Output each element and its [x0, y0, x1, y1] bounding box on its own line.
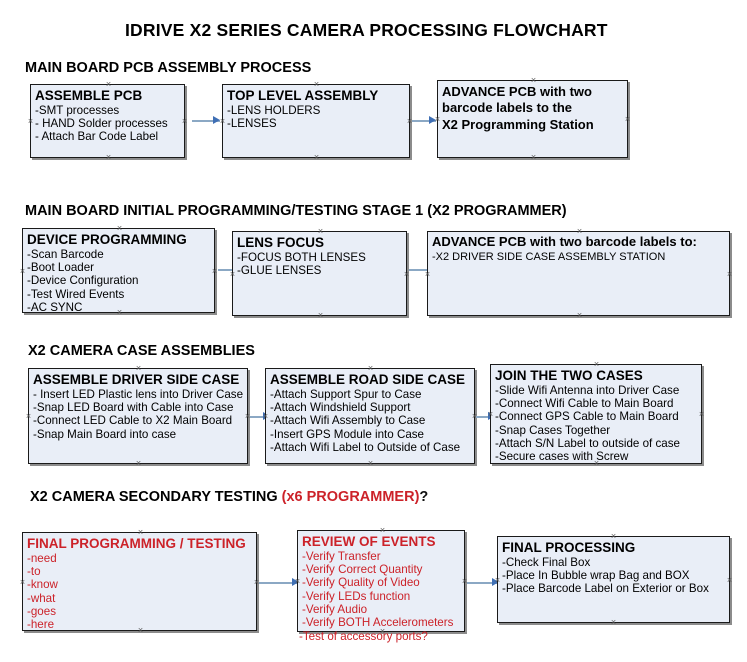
box-line: -Connect LED Cable to X2 Main Board — [33, 414, 233, 428]
process-box-top-level-assembly[interactable]: TOP LEVEL ASSEMBLY -LENS HOLDERS -LENSES — [222, 84, 410, 158]
box-line: -know — [27, 578, 58, 592]
box-header: JOIN THE TWO CASES — [495, 368, 643, 383]
box-line: -X2 DRIVER SIDE CASE ASSEMBLY STATION — [432, 250, 666, 263]
arrow-top-level-to-advance-pcb — [412, 116, 436, 125]
process-box-final-programming-testing[interactable]: FINAL PROGRAMMING / TESTING -need -to -k… — [22, 532, 257, 631]
box-line: X2 Programming Station — [442, 116, 594, 132]
process-box-assemble-pcb[interactable]: ASSEMBLE PCB -SMT processes - HAND Solde… — [30, 84, 185, 158]
box-line: -LENS HOLDERS — [227, 104, 321, 118]
process-box-final-processing[interactable]: FINAL PROCESSING -Check Final Box -Place… — [497, 536, 730, 623]
box-line: -Device Configuration — [27, 274, 139, 288]
box-line: -AC SYNC — [27, 300, 83, 314]
box-line: -Attach Support Spur to Case — [270, 388, 422, 402]
process-box-review-of-events[interactable]: REVIEW OF EVENTS -Verify Transfer -Verif… — [297, 530, 465, 632]
connector-handle-bottom[interactable] — [105, 154, 112, 161]
box-line: -Check Final Box — [502, 556, 591, 570]
page-title: IDRIVE X2 SERIES CAMERA PROCESSING FLOWC… — [125, 20, 608, 40]
box-overflow-line-test-accessory-ports: -Test of accessory ports? — [299, 630, 428, 643]
box-line: barcode labels to the — [442, 100, 573, 116]
box-line: -Test Wired Events — [27, 287, 125, 301]
section-heading-suffix: ? — [419, 489, 429, 505]
box-line: - HAND Solder processes — [35, 117, 168, 131]
box-line: -what — [27, 591, 56, 605]
box-header: DEVICE PROGRAMMING — [27, 232, 187, 247]
arrow-assemble-pcb-to-top-level — [192, 116, 220, 125]
box-line: -Attach S/N Label to outside of case — [495, 436, 680, 450]
section-heading-initial-programming-testing: MAIN BOARD INITIAL PROGRAMMING/TESTING S… — [25, 203, 567, 219]
box-header: LENS FOCUS — [237, 235, 325, 250]
box-line: - Attach Bar Code Label — [35, 130, 159, 144]
box-line: -Verify LEDs function — [302, 589, 411, 603]
box-line: -LENSES — [227, 117, 277, 131]
process-box-device-programming[interactable]: DEVICE PROGRAMMING -Scan Barcode -Boot L… — [22, 228, 215, 314]
box-line: -here — [27, 617, 55, 631]
section-heading-accent: (x6 PROGRAMMER) — [281, 489, 420, 505]
connector-handle-bottom[interactable] — [135, 460, 142, 467]
box-header: TOP LEVEL ASSEMBLY — [227, 88, 379, 103]
box-header: ASSEMBLE DRIVER SIDE CASE — [33, 372, 240, 387]
box-line: -Verify Transfer — [302, 550, 381, 564]
box-line: -to — [27, 565, 41, 579]
connector-handle-bottom[interactable] — [576, 312, 583, 319]
process-box-join-the-two-cases[interactable]: JOIN THE TWO CASES -Slide Wifi Antenna i… — [490, 364, 702, 464]
process-box-advance-pcb-driver-side-station[interactable]: ADVANCE PCB with two barcode labels to: … — [427, 231, 730, 316]
box-line: -goes — [27, 604, 57, 618]
box-line: -Attach Windshield Support — [270, 401, 411, 415]
box-line: -Scan Barcode — [27, 248, 104, 262]
connector-handle-bottom[interactable] — [367, 460, 374, 467]
box-line: -SMT processes — [35, 104, 120, 118]
box-line: - Insert LED Plastic lens into Driver Ca… — [33, 388, 244, 402]
box-line: -Verify Audio — [302, 602, 368, 616]
section-heading-case-assemblies: X2 CAMERA CASE ASSEMBLIES — [28, 343, 255, 359]
process-box-lens-focus[interactable]: LENS FOCUS -FOCUS BOTH LENSES -GLUE LENS… — [232, 231, 407, 316]
box-line: -FOCUS BOTH LENSES — [237, 251, 366, 265]
box-line: -Snap LED Board with Cable into Case — [33, 401, 234, 415]
section-heading-secondary-testing: X2 CAMERA SECONDARY TESTING (x6 PROGRAMM… — [30, 489, 428, 505]
process-box-assemble-driver-side-case[interactable]: ASSEMBLE DRIVER SIDE CASE - Insert LED P… — [28, 368, 248, 464]
box-line: -need — [27, 552, 57, 566]
box-line: -Verify BOTH Accelerometers — [302, 615, 454, 629]
arrow-final-programming-to-review-of-events — [259, 578, 299, 587]
box-header: ADVANCE PCB with two — [442, 84, 592, 99]
connector-handle-bottom[interactable] — [610, 619, 617, 626]
connector-handle-bottom[interactable] — [313, 154, 320, 161]
box-line: -Slide Wifi Antenna into Driver Case — [495, 384, 680, 398]
box-line: -Verify Quality of Video — [302, 576, 420, 590]
box-line: -Place In Bubble wrap Bag and BOX — [502, 569, 690, 583]
box-header: FINAL PROCESSING — [502, 540, 636, 555]
box-header: REVIEW OF EVENTS — [302, 534, 436, 549]
box-line: -Connect GPS Cable to Main Board — [495, 410, 679, 424]
connector-handle-bottom[interactable] — [317, 312, 324, 319]
box-line: -Attach Wifi Assembly to Case — [270, 414, 426, 428]
box-line: -GLUE LENSES — [237, 264, 322, 278]
box-header: ASSEMBLE ROAD SIDE CASE — [270, 372, 466, 387]
box-line: -Connect Wifi Cable to Main Board — [495, 397, 674, 411]
box-line: -Place Barcode Label on Exterior or Box — [502, 582, 709, 596]
connector-handle-right[interactable] — [726, 271, 733, 278]
box-header: FINAL PROGRAMMING / TESTING — [27, 536, 246, 551]
box-line: -Insert GPS Module into Case — [270, 427, 425, 441]
box-header: ASSEMBLE PCB — [35, 88, 143, 103]
box-line: -Verify Correct Quantity — [302, 563, 423, 577]
box-line: -Attach Wifi Label to Outside of Case — [270, 440, 461, 454]
section-heading-main-board-pcb-assembly: MAIN BOARD PCB ASSEMBLY PROCESS — [25, 60, 312, 76]
box-line: -Snap Main Board into case — [33, 427, 177, 441]
box-header: ADVANCE PCB with two barcode labels to: — [432, 234, 697, 249]
section-heading-text: X2 CAMERA SECONDARY TESTING — [30, 489, 282, 505]
process-box-assemble-road-side-case[interactable]: ASSEMBLE ROAD SIDE CASE -Attach Support … — [265, 368, 475, 464]
box-line: -Secure cases with Screw — [495, 449, 629, 463]
box-line: -Snap Cases Together — [495, 423, 611, 437]
box-line: -Boot Loader — [27, 261, 95, 275]
process-box-advance-pcb-programming-station[interactable]: ADVANCE PCB with two barcode labels to t… — [437, 80, 628, 158]
connector-handle-bottom[interactable] — [530, 154, 537, 161]
arrow-review-of-events-to-final-processing — [467, 578, 499, 587]
